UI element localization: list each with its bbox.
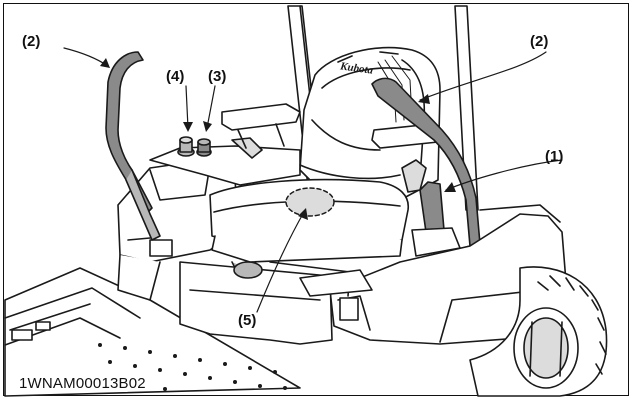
rear-tire [469, 266, 608, 397]
left-motion-lever [105, 51, 161, 241]
seat-brand-mark: Kubota [339, 60, 375, 77]
callout-5: (5) [238, 312, 257, 329]
callout-2-right: (2) [530, 33, 549, 50]
callout-1: (1) [545, 148, 564, 165]
callout-2-left: (2) [22, 33, 41, 50]
figure-frame [3, 3, 629, 396]
seat-switch-area [285, 187, 335, 217]
callout-4: (4) [166, 68, 185, 85]
callout-3: (3) [208, 68, 227, 85]
leader-lines [63, 47, 563, 313]
leader-arrowheads [100, 58, 456, 220]
under-seat-frame [179, 261, 373, 345]
figure-code: 1WNAM00013B02 [17, 375, 148, 392]
parking-brake-lever [401, 159, 461, 257]
console-controls [149, 136, 301, 186]
